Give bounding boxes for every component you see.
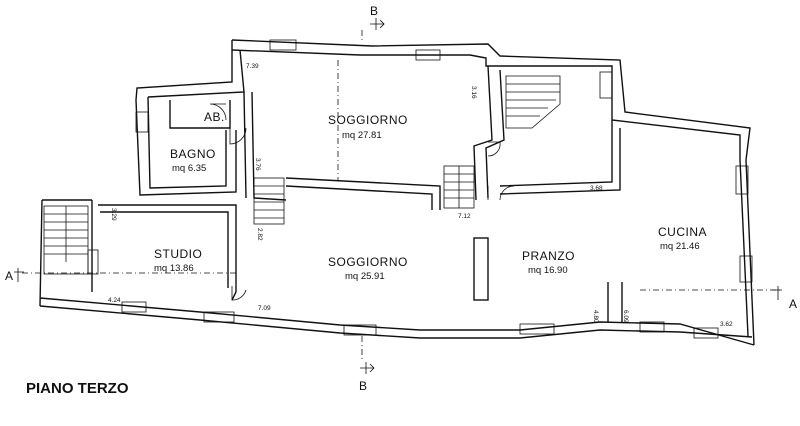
dimension-label: 3.76: [254, 158, 261, 171]
room-label-studio: STUDIO: [154, 247, 202, 261]
dimension-label: 7.39: [246, 63, 259, 70]
windows: [87, 39, 753, 339]
section-mark-bottom: B: [359, 379, 367, 393]
page-title: PIANO TERZO: [26, 380, 129, 397]
room-area-cucina: mq 21.46: [660, 241, 700, 252]
outer-walls: [39, 39, 755, 346]
staircases: [43, 75, 561, 275]
section-lines: [14, 18, 782, 374]
section-mark-top: B: [370, 4, 378, 18]
dimension-label: 3.68: [590, 185, 603, 192]
dimension-label: 3.16: [470, 86, 477, 99]
dimension-label: 7.12: [458, 213, 471, 220]
room-area-soggiorno-lower: mq 25.91: [345, 271, 385, 282]
section-mark-right: A: [789, 297, 797, 311]
room-label-cucina: CUCINA: [658, 225, 707, 239]
dimension-label: 4.80: [592, 310, 599, 323]
room-area-studio: mq 13.86: [154, 263, 194, 274]
section-mark-left: A: [5, 269, 13, 283]
room-label-pranzo: PRANZO: [522, 249, 575, 263]
dimension-label: 3.29: [110, 208, 117, 221]
room-area-soggiorno-upper: mq 27.81: [342, 130, 382, 141]
dimension-label: 6.09: [622, 310, 629, 323]
room-label-ab: AB.: [204, 110, 225, 124]
dimension-label: 3.62: [720, 321, 733, 328]
room-label-soggiorno-upper: SOGGIORNO: [328, 113, 408, 127]
dimension-label: 2.82: [256, 228, 263, 241]
dimension-label: 4.24: [108, 297, 121, 304]
room-area-pranzo: mq 16.90: [528, 265, 568, 276]
dimension-label: 7.09: [258, 305, 271, 312]
room-label-bagno: BAGNO: [170, 147, 216, 161]
doors: [209, 103, 515, 301]
room-label-soggiorno-lower: SOGGIORNO: [328, 255, 408, 269]
room-area-bagno: mq 6.35: [172, 163, 206, 174]
interior-walls: [98, 65, 623, 322]
